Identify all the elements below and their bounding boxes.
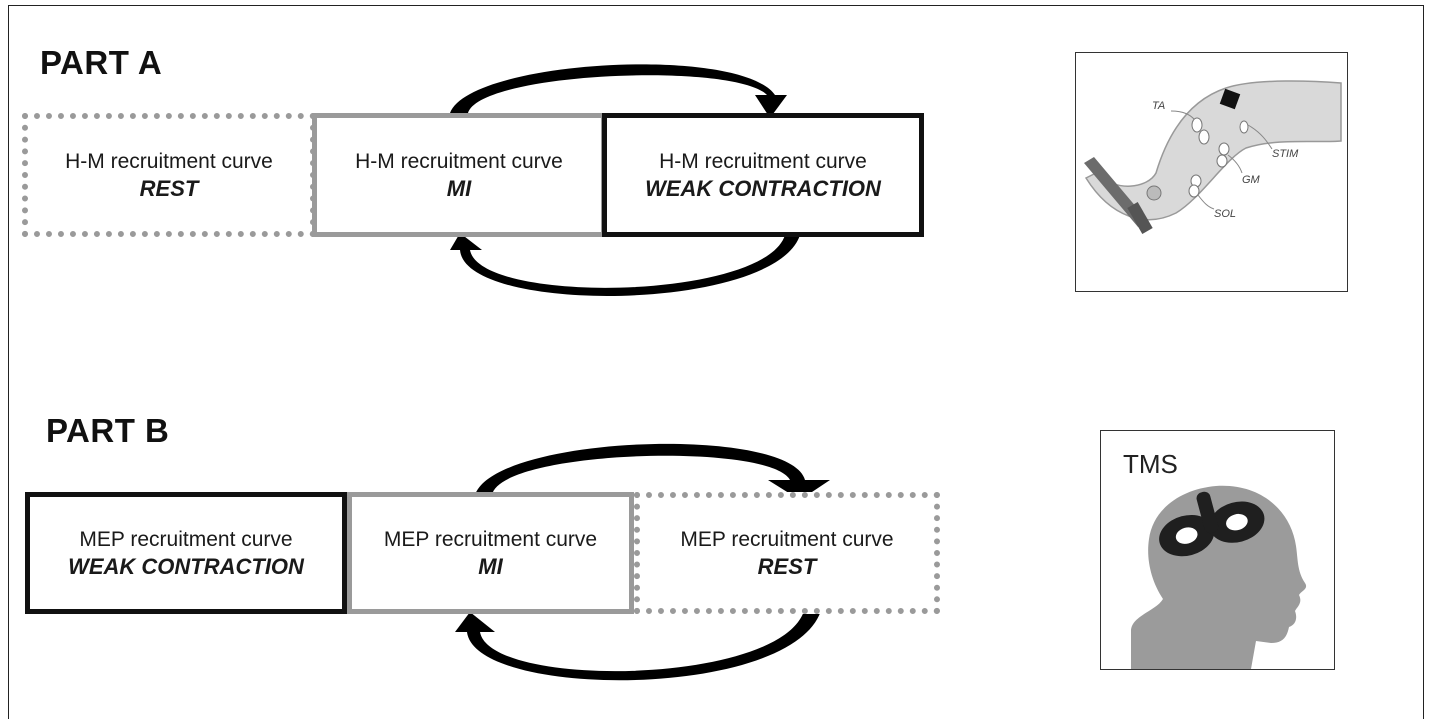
part-a-rest-box: H-M recruitment curve REST — [22, 113, 316, 237]
part-b-top-arrow-icon — [475, 443, 830, 500]
box-condition: MI — [478, 553, 503, 579]
leg-label-sol: SOL — [1214, 208, 1236, 220]
box-title: H-M recruitment curve — [65, 149, 273, 173]
box-title: H-M recruitment curve — [659, 149, 867, 173]
tms-label: TMS — [1123, 449, 1178, 479]
box-title: H-M recruitment curve — [355, 149, 563, 173]
part-a-weak-contraction-box: H-M recruitment curve WEAK CONTRACTION — [602, 113, 924, 237]
part-a-bottom-arrow-icon — [450, 233, 800, 296]
figure-frame — [8, 5, 1424, 719]
box-condition: WEAK CONTRACTION — [645, 175, 881, 201]
part-a-mi-box: H-M recruitment curve MI — [312, 113, 606, 237]
part-a-title: PART A — [40, 44, 163, 81]
leg-illustration-panel: TA STIM GM SOL — [1075, 52, 1348, 292]
box-title: MEP recruitment curve — [79, 527, 293, 551]
tms-head-icon — [1131, 485, 1307, 669]
box-condition: REST — [139, 175, 199, 201]
part-b-bottom-arrow-icon — [455, 607, 822, 681]
tms-illustration-panel: TMS — [1100, 430, 1335, 670]
leg-electrode-icon: TA STIM GM SOL — [1084, 80, 1342, 234]
box-condition: MI — [446, 175, 472, 201]
box-title: MEP recruitment curve — [680, 527, 894, 551]
box-condition: WEAK CONTRACTION — [68, 553, 304, 579]
part-b-rest-box: MEP recruitment curve REST — [634, 492, 940, 614]
part-b-title: PART B — [46, 412, 170, 449]
leg-label-ta: TA — [1152, 100, 1165, 112]
part-b-mi-box: MEP recruitment curve MI — [347, 492, 634, 614]
part-a-top-arrow-icon — [450, 64, 787, 118]
box-title: MEP recruitment curve — [383, 527, 598, 551]
box-condition: REST — [757, 553, 817, 579]
leg-label-stim: STIM — [1272, 148, 1299, 160]
leg-label-gm: GM — [1242, 174, 1261, 186]
part-b-weak-contraction-box: MEP recruitment curve WEAK CONTRACTION — [25, 492, 347, 614]
